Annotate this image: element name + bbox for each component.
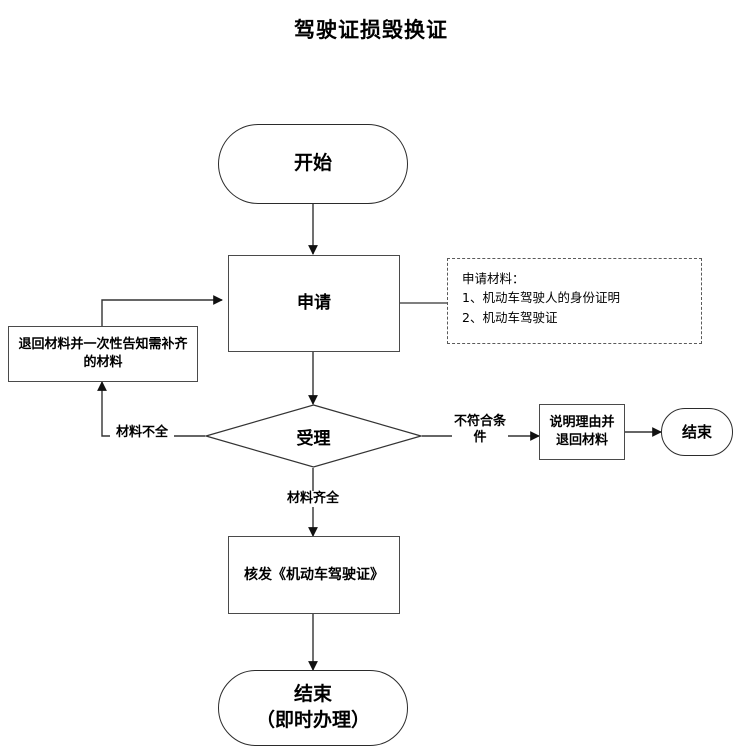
node-explain-return[interactable]: 说明理由并退回材料 bbox=[539, 404, 625, 460]
node-issue-license-label: 核发《机动车驾驶证》 bbox=[244, 566, 384, 583]
node-end-bottom-label: 结束 （即时办理） bbox=[255, 683, 370, 731]
node-apply[interactable]: 申请 bbox=[228, 255, 400, 352]
note-heading: 申请材料： bbox=[462, 271, 525, 286]
node-return-materials[interactable]: 退回材料并一次性告知需补齐的材料 bbox=[8, 326, 198, 382]
note-item-2: 2、机动车驾驶证 bbox=[462, 309, 558, 325]
note-item-1: 1、机动车驾驶人的身份证明 bbox=[462, 290, 620, 306]
node-return-materials-label: 退回材料并一次性告知需补齐的材料 bbox=[18, 337, 188, 370]
node-start[interactable]: 开始 bbox=[218, 124, 408, 204]
node-accept-label: 受理 bbox=[296, 428, 331, 449]
edge-label-not-eligible: 不符合条 件 bbox=[452, 414, 508, 447]
node-end-right-label: 结束 bbox=[681, 422, 712, 441]
node-explain-return-label: 说明理由并退回材料 bbox=[549, 415, 615, 448]
edge-label-incomplete: 材料不全 bbox=[110, 425, 174, 442]
edge-return-materials-to-apply bbox=[101, 295, 223, 326]
node-accept[interactable]: 受理 bbox=[205, 404, 422, 468]
edge-label-complete: 材料齐全 bbox=[281, 491, 345, 508]
page-title: 驾驶证损毁换证 bbox=[294, 18, 448, 42]
note-application-materials: 申请材料： 1、机动车驾驶人的身份证明 2、机动车驾驶证 bbox=[447, 258, 702, 344]
diamond-shape bbox=[205, 404, 422, 468]
node-start-label: 开始 bbox=[293, 152, 332, 175]
node-end-bottom[interactable]: 结束 （即时办理） bbox=[218, 670, 408, 746]
node-end-right[interactable]: 结束 bbox=[661, 408, 733, 456]
node-issue-license[interactable]: 核发《机动车驾驶证》 bbox=[228, 536, 400, 614]
node-apply-label: 申请 bbox=[297, 293, 331, 314]
